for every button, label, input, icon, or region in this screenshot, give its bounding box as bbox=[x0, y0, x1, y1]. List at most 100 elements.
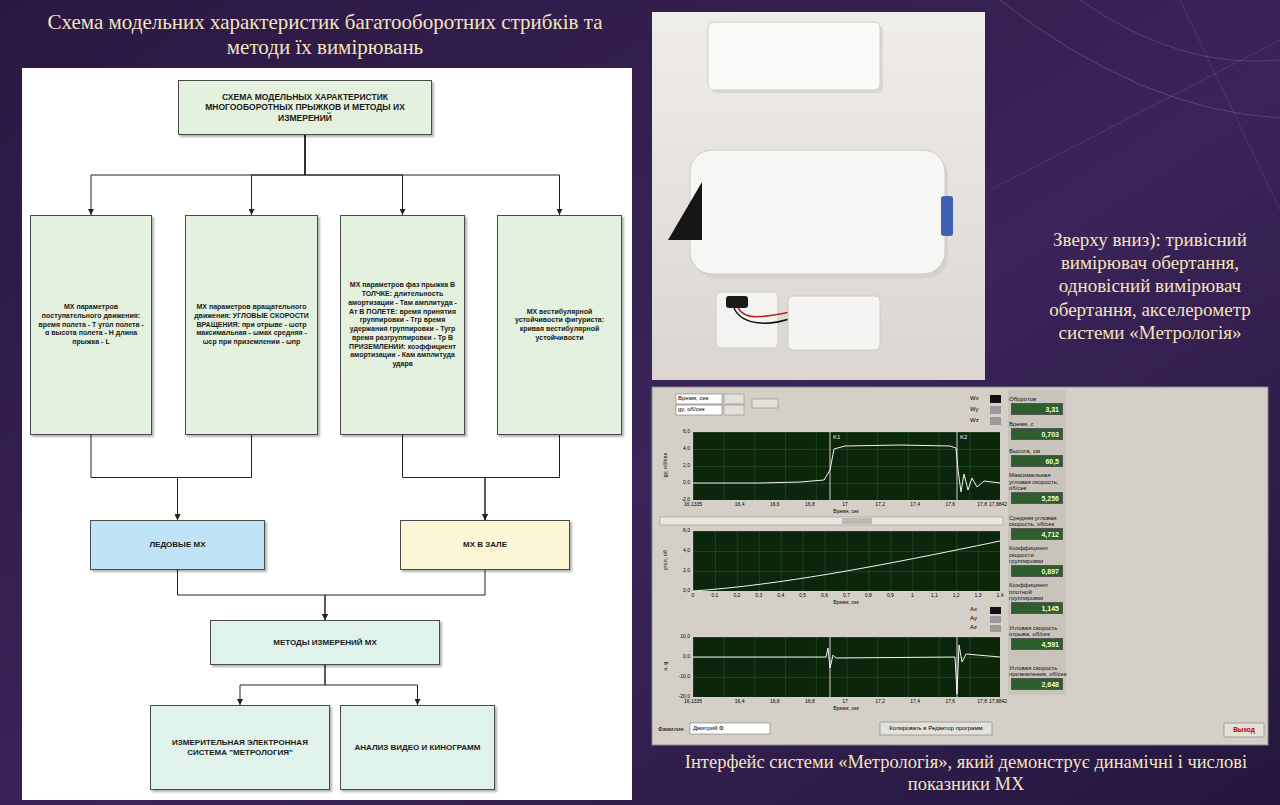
copy-button bbox=[880, 722, 992, 735]
plot-area bbox=[693, 531, 1000, 591]
box-text: МХ В ЗАЛЕ bbox=[463, 540, 507, 550]
axis-tick: 17,8842 bbox=[989, 699, 1011, 705]
exit-button bbox=[1224, 723, 1264, 737]
name-field bbox=[690, 723, 770, 734]
axis-tick: 17,4 bbox=[903, 502, 927, 508]
legend-text: Wx bbox=[970, 395, 988, 402]
process-box: СХЕМА МОДЕЛЬНЫХ ХАРАКТЕРИСТИК МНОГООБОРО… bbox=[178, 80, 432, 135]
triaxial-sensor bbox=[708, 22, 880, 90]
cursor-line bbox=[957, 637, 958, 697]
axis-tick: 0,0 bbox=[668, 654, 690, 660]
trace bbox=[693, 541, 1000, 591]
readout-box: Коэффициент скорости группировки0,897 bbox=[1011, 565, 1063, 577]
readout-box: Максимальная угловая скорость, об/сек5,2… bbox=[1011, 492, 1063, 504]
process-box: МЕТОДЫ ИЗМЕРЕНИЙ МХ bbox=[210, 620, 440, 665]
software-window bbox=[652, 387, 1268, 745]
dropdown-text: gy, об/сек bbox=[678, 406, 720, 413]
connector-arrow bbox=[403, 435, 486, 520]
process-box: ИЗМЕРИТЕЛЬНАЯ ЭЛЕКТРОННАЯ СИСТЕМА "МЕТРО… bbox=[150, 705, 330, 790]
box-text: МХ параметров вращательного движения: УГ… bbox=[191, 303, 312, 347]
box-text: СХЕМА МОДЕЛЬНЫХ ХАРАКТЕРИСТИК МНОГООБОРО… bbox=[184, 92, 426, 124]
axis-tick: 16,4 bbox=[728, 699, 752, 705]
accelerometer bbox=[788, 296, 880, 350]
axis-tick: 4,0 bbox=[668, 446, 690, 452]
plot-grid bbox=[693, 531, 1000, 591]
trace bbox=[693, 645, 1000, 694]
connector-arrow bbox=[178, 570, 326, 620]
connector-arrow bbox=[178, 435, 252, 520]
readout-label: Высота, см bbox=[1009, 448, 1067, 455]
legend-text: Ay bbox=[970, 615, 988, 622]
readout-value: 0,897 bbox=[1041, 568, 1059, 575]
readout-box: Время, с0,703 bbox=[1011, 428, 1063, 440]
readout-label: Средняя угловая скорость, об/сек bbox=[1009, 515, 1067, 528]
decor-line bbox=[1180, 0, 1280, 210]
field-value: Дмитрий Ф. bbox=[693, 725, 768, 732]
plot-grid bbox=[693, 432, 1000, 500]
axis-title: угол, об bbox=[662, 530, 668, 590]
axis-title: a, g bbox=[662, 636, 668, 696]
readout-value: 3,31 bbox=[1045, 406, 1059, 413]
process-box: АНАЛИЗ ВИДЕО И КИНОГРАММ bbox=[340, 705, 495, 790]
readout-label: Оборотов bbox=[1009, 396, 1067, 403]
axis-tick: 0,6 bbox=[815, 593, 835, 599]
tool-button bbox=[752, 399, 778, 408]
axis-tick: -10,0 bbox=[668, 674, 690, 680]
process-box: МХ параметров фаз прыжка В ТОЛЧКЕ: длите… bbox=[340, 215, 465, 435]
box-text: МХ вестибулярной устойчивости фигуриста:… bbox=[503, 308, 616, 343]
readout-value: 60,5 bbox=[1045, 458, 1059, 465]
cursor-line bbox=[830, 432, 831, 500]
readout-value: 1,145 bbox=[1041, 605, 1059, 612]
axis-tick: 17,4 bbox=[903, 699, 927, 705]
dropdown-field bbox=[676, 394, 722, 404]
axis-tick: 0,7 bbox=[837, 593, 857, 599]
readout-box: Средняя угловая скорость, об/сек4,712 bbox=[1011, 528, 1063, 540]
connector-arrow bbox=[485, 435, 560, 520]
connector-arrow bbox=[305, 135, 560, 215]
axis-tick: Время, сек bbox=[816, 706, 876, 712]
axis-tick: 16,8 bbox=[798, 699, 822, 705]
readout-box: Коэффициент плотной группировки1,145 bbox=[1011, 602, 1063, 614]
axis-tick: 4,0 bbox=[668, 548, 690, 554]
readout-label: Максимальная угловая скорость, об/сек bbox=[1009, 472, 1067, 492]
tool-button bbox=[724, 405, 744, 415]
dropdown-field bbox=[676, 405, 722, 415]
readout-value: 4,712 bbox=[1041, 531, 1059, 538]
legend-swatch bbox=[990, 625, 1001, 632]
axis-tick: 16,4 bbox=[728, 502, 752, 508]
axis-tick: 6,0 bbox=[668, 429, 690, 435]
connector-arrow bbox=[91, 135, 305, 215]
plot-area bbox=[693, 637, 1000, 697]
connector-arrow bbox=[325, 570, 485, 620]
axis-tick: 1,4 bbox=[990, 593, 1010, 599]
readout-box: Угловая скорость приземления, об/сек2,64… bbox=[1011, 678, 1063, 690]
axis-tick: 17,6 bbox=[938, 502, 962, 508]
axis-tick: 16,1335 bbox=[681, 699, 705, 705]
scrollbar bbox=[660, 517, 1003, 525]
box-text: ИЗМЕРИТЕЛЬНАЯ ЭЛЕКТРОННАЯ СИСТЕМА "МЕТРО… bbox=[156, 738, 324, 758]
axis-tick: 0,3 bbox=[749, 593, 769, 599]
axis-tick: 1,2 bbox=[946, 593, 966, 599]
axis-tick: 0 bbox=[683, 593, 703, 599]
axis-tick: 16,1335 bbox=[681, 502, 705, 508]
axis-tick: 0,4 bbox=[771, 593, 791, 599]
axis-tick: 0,5 bbox=[793, 593, 813, 599]
axis-tick: 0,2 bbox=[727, 593, 747, 599]
photo-ground bbox=[652, 12, 985, 380]
process-box: МХ параметров вращательного движения: УГ… bbox=[185, 215, 318, 435]
axis-tick: 17,2 bbox=[868, 699, 892, 705]
legend-swatch bbox=[990, 417, 1001, 425]
slide-title: Схема модельних характеристик багатообор… bbox=[35, 10, 615, 60]
sensor-tab bbox=[941, 196, 953, 236]
axis-tick: 0,8 bbox=[858, 593, 878, 599]
readout-label: Угловая скорость отрыва, об/сек bbox=[1009, 625, 1067, 638]
legend-swatch bbox=[990, 395, 1001, 403]
cursor-marker: K1 bbox=[833, 434, 847, 441]
wire bbox=[734, 308, 792, 323]
axis-tick: 17,6 bbox=[938, 699, 962, 705]
process-box: МХ В ЗАЛЕ bbox=[400, 520, 570, 570]
legend-text: Wz bbox=[970, 417, 988, 424]
